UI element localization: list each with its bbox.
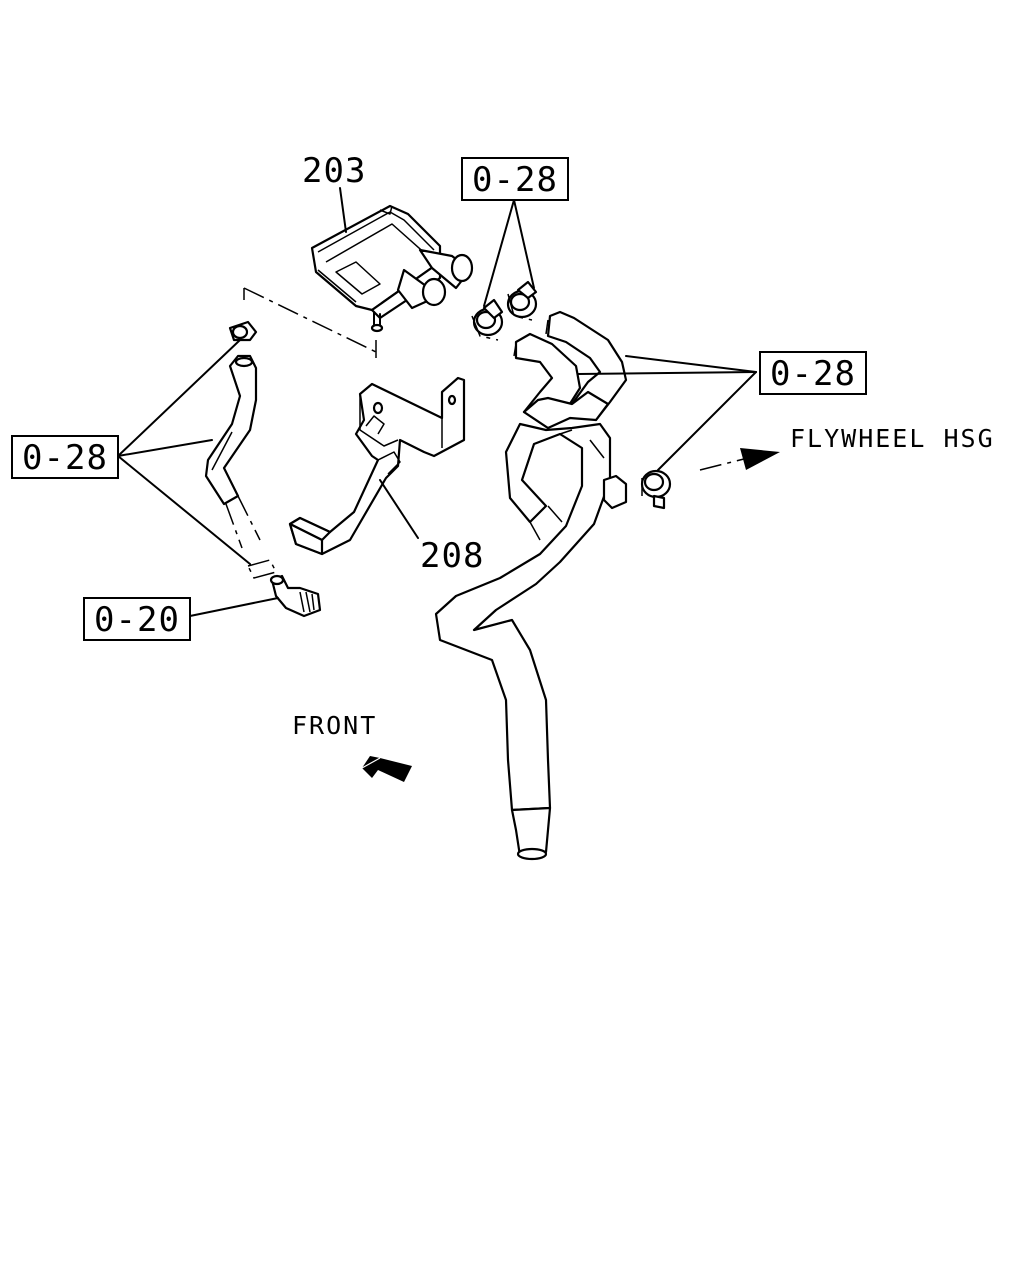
sensor-203[interactable] [310, 204, 474, 333]
flywheel-arrow-icon [740, 448, 780, 470]
main-hose-assembly[interactable] [434, 310, 628, 861]
callout-left-0-28[interactable]: 0-28 [11, 435, 119, 479]
hose-clamp-left-top[interactable] [228, 320, 258, 342]
bracket-208[interactable] [288, 376, 466, 556]
callout-left-label: 0-28 [22, 438, 108, 478]
left-hose[interactable] [204, 354, 261, 549]
callout-bottom-0-20[interactable]: 0-20 [83, 597, 191, 641]
callout-top-label: 0-28 [472, 160, 558, 200]
flywheel-label: FLYWHEEL HSG [790, 424, 995, 453]
callout-top-0-28[interactable]: 0-28 [461, 157, 569, 201]
hose-clamp-left-bottom[interactable] [246, 559, 278, 579]
hose-clamp-top-right[interactable] [506, 280, 538, 321]
front-arrow-icon [361, 756, 412, 782]
callout-bottom-label: 0-20 [94, 600, 180, 640]
callout-right-0-28[interactable]: 0-28 [759, 351, 867, 395]
hose-clamp-flywheel[interactable] [640, 469, 672, 510]
hose-clamp-top-left[interactable] [471, 298, 504, 341]
front-label: FRONT [292, 711, 377, 740]
elbow-fitting[interactable] [269, 574, 322, 618]
part-number-203[interactable]: 203 [302, 151, 366, 191]
part-number-208[interactable]: 208 [420, 536, 484, 576]
callout-right-label: 0-28 [770, 354, 856, 394]
